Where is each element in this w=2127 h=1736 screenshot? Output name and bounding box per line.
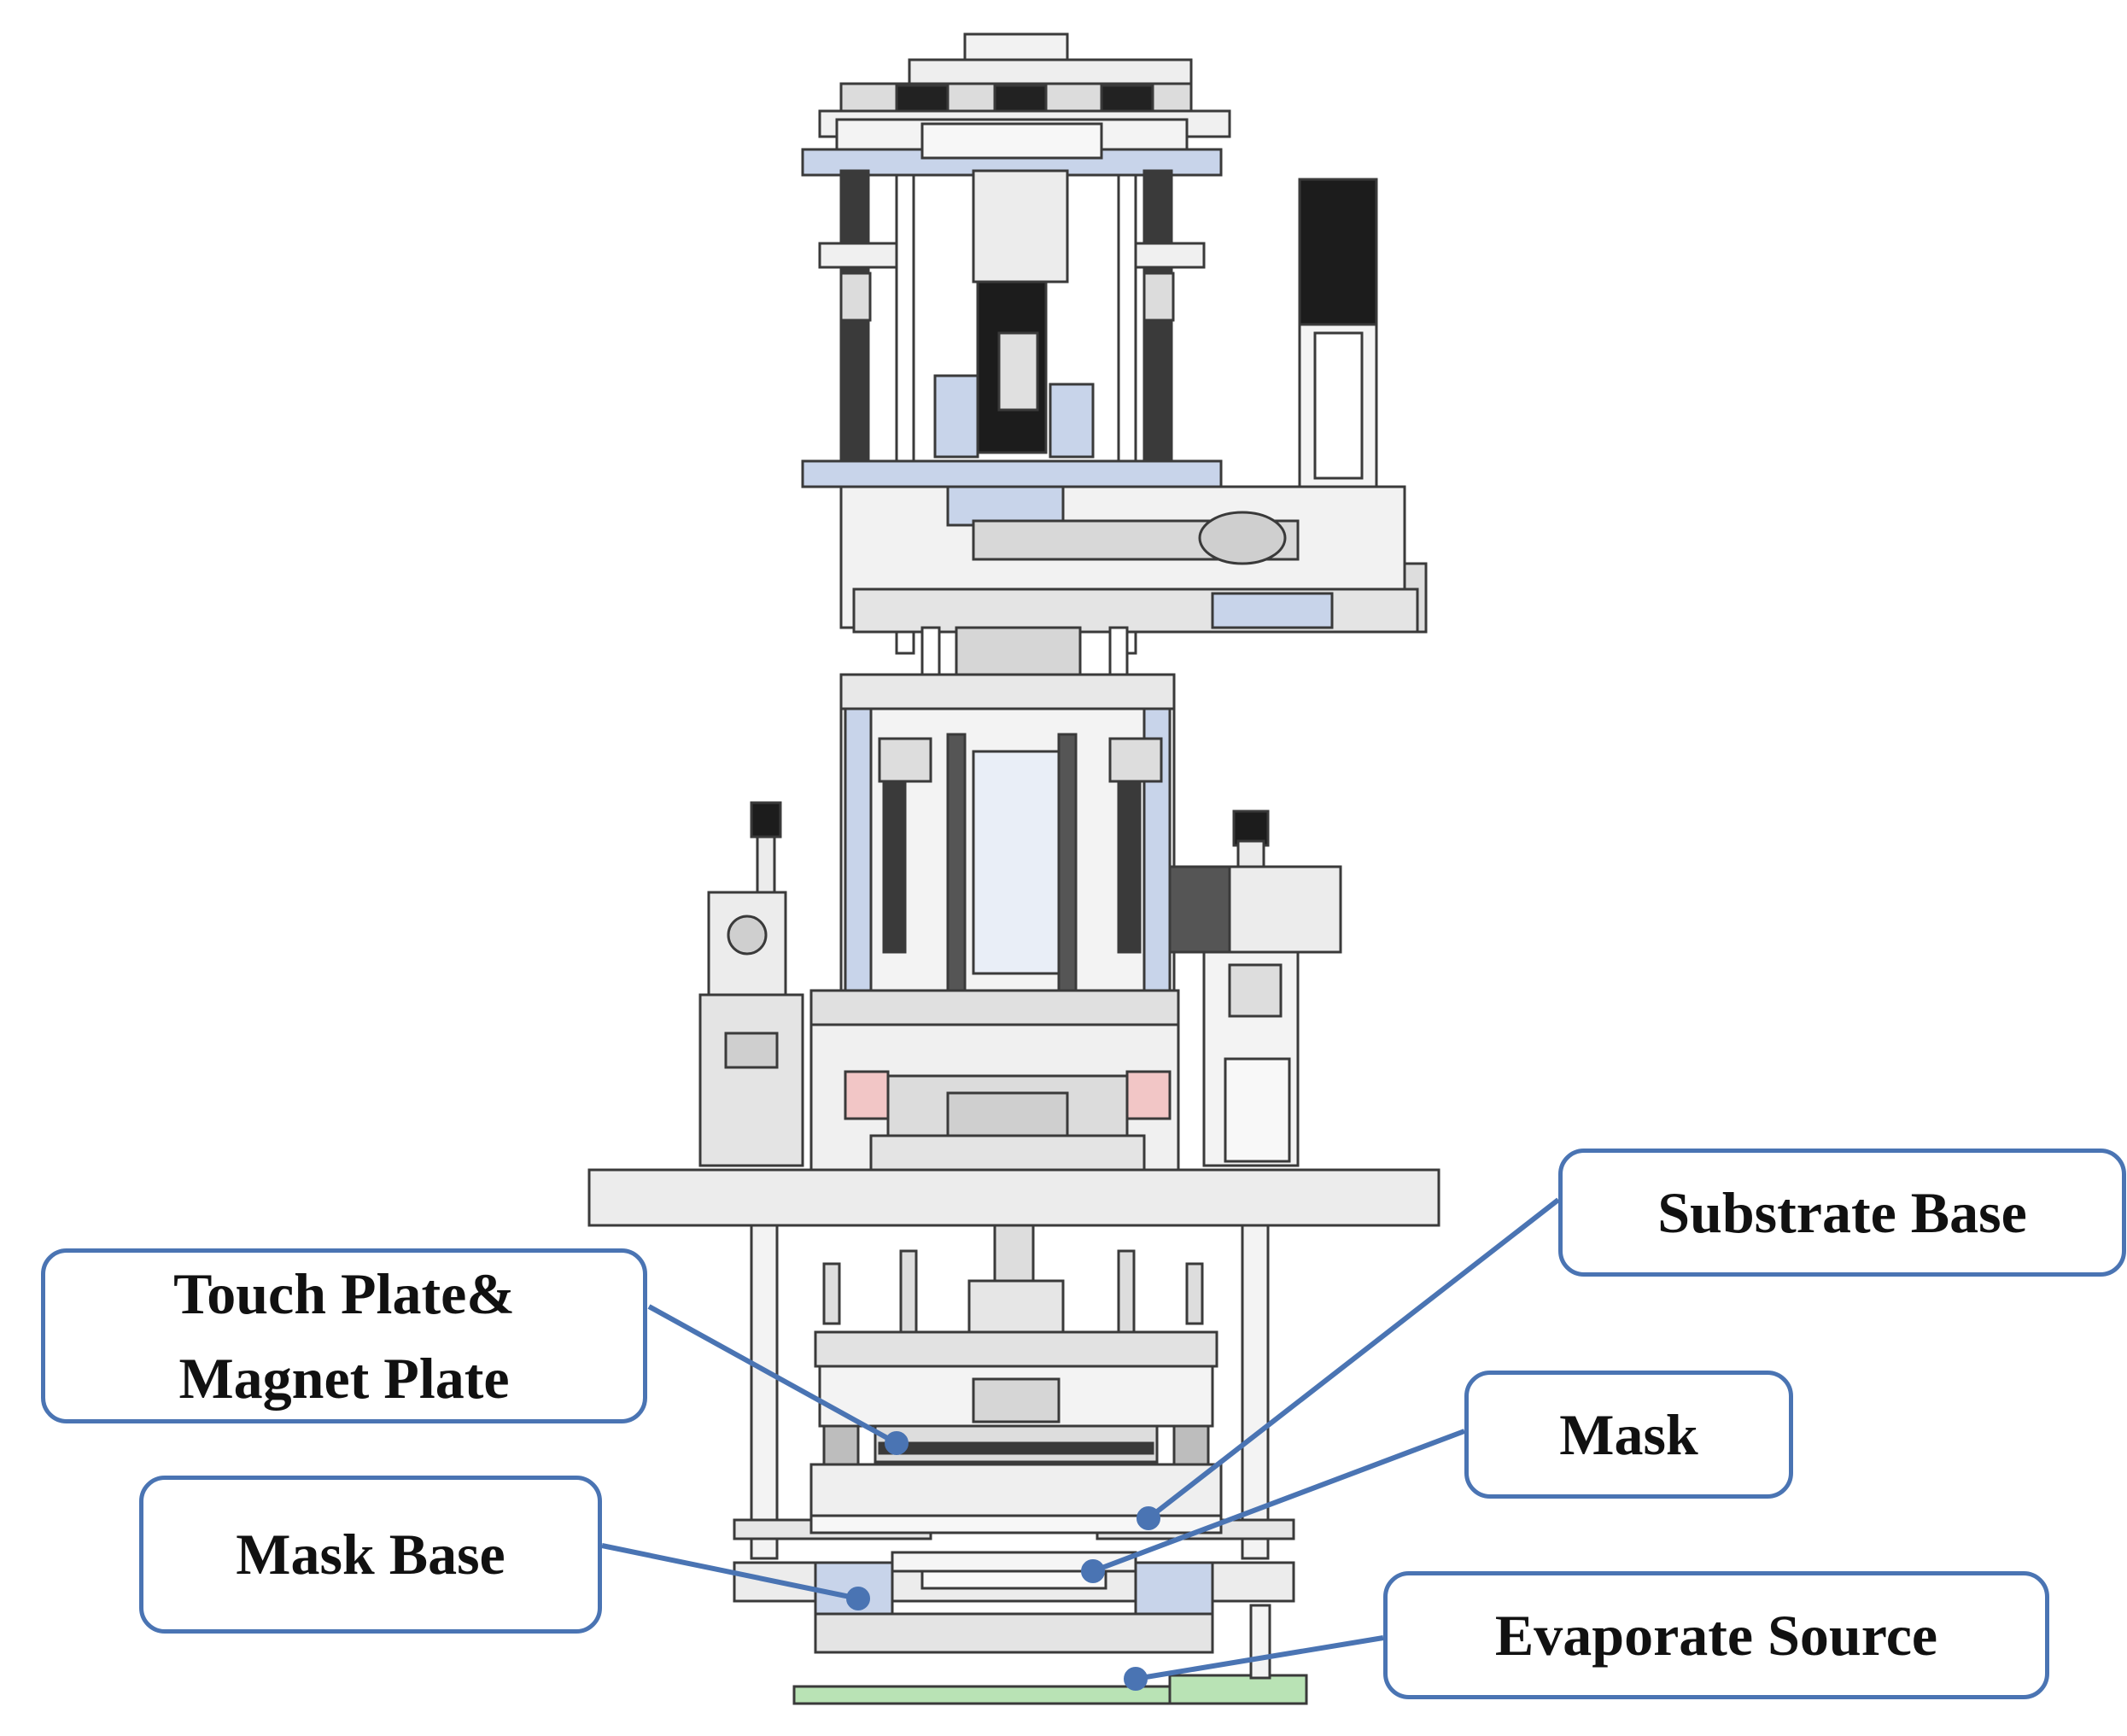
leader-evaporate-source [1135, 1635, 1384, 1681]
label-mask: Mask [1559, 1401, 1698, 1467]
anchor-substrate-base [1137, 1506, 1160, 1530]
anchor-mask [1081, 1559, 1105, 1583]
anchor-mask-base [846, 1587, 870, 1610]
cylinder-frame [809, 626, 1180, 1026]
leader-lines [601, 1197, 1560, 1691]
anchor-evaporate-source [1124, 1667, 1148, 1691]
top-drive-assembly [801, 32, 1231, 177]
left-micrometer [698, 801, 804, 1167]
heater-block [809, 1023, 1180, 1172]
leader-mask-base [601, 1543, 859, 1601]
mask-base-assembly [733, 1551, 1295, 1654]
leader-touch-plate [647, 1304, 898, 1446]
right-actuator [1168, 810, 1342, 1167]
upper-column-frame [801, 169, 1223, 655]
callout-mask-base: Mask Base [139, 1476, 602, 1634]
label-touch-plate: Touch Plate& [173, 1260, 515, 1326]
callout-mask: Mask [1464, 1371, 1793, 1499]
callout-touch-magnet-plate-text: Touch Plate& Magnet Plate [173, 1252, 515, 1420]
callout-evaporate-source: Evaporate Source [1383, 1571, 2049, 1699]
leader-substrate-base [1147, 1197, 1560, 1521]
lower-columns [750, 1224, 1270, 1560]
anchor-touch-plate [885, 1431, 909, 1455]
label-evaporate-source: Evaporate Source [1494, 1602, 1938, 1668]
label-mask-base: Mask Base [236, 1522, 505, 1587]
belt-drive-section [839, 485, 1419, 689]
callout-touch-magnet-plate: Touch Plate& Magnet Plate [41, 1248, 647, 1423]
label-magnet-plate: Magnet Plate [178, 1345, 510, 1411]
touch-magnet-plate-assembly [814, 1330, 1218, 1479]
leader-mask [1091, 1429, 1466, 1574]
machine-drawing [587, 32, 1440, 1705]
main-base-plate [587, 1168, 1440, 1227]
label-substrate-base: Substrate Base [1657, 1179, 2027, 1245]
callout-substrate-base: Substrate Base [1558, 1149, 2126, 1277]
